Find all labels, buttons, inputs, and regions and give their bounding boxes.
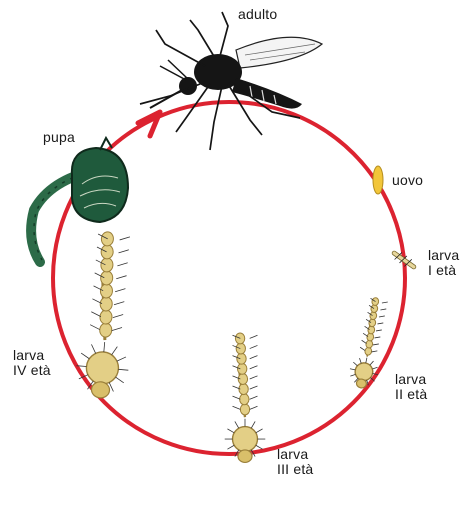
egg-label: uovo bbox=[392, 173, 423, 188]
larva-stage-3-label: larva III età bbox=[277, 447, 313, 477]
larva-stage-2-label-line2: II età bbox=[395, 387, 427, 402]
larva-stage-4-label: larva IV età bbox=[13, 348, 51, 378]
pupa-icon bbox=[31, 138, 128, 262]
larva-stage-3-label-line2: III età bbox=[277, 462, 313, 477]
larva-stage-3-icon bbox=[225, 333, 266, 462]
larva-stage-2-icon bbox=[347, 296, 394, 391]
adult-label: adulto bbox=[238, 7, 277, 22]
egg-icon bbox=[373, 166, 383, 194]
larva-stage-4-label-line1: larva bbox=[13, 348, 51, 363]
larva-stage-3-label-line1: larva bbox=[277, 447, 313, 462]
pupa-label: pupa bbox=[43, 130, 75, 145]
larva-stage-4-label-line2: IV età bbox=[13, 363, 51, 378]
cycle-arrow-icon bbox=[138, 112, 160, 136]
larva-stage-1-label-line2: I età bbox=[428, 263, 459, 278]
larva-stage-2-label-line1: larva bbox=[395, 372, 427, 387]
larva-stage-1-label: larva I età bbox=[428, 248, 459, 278]
larva-stage-2-label: larva II età bbox=[395, 372, 427, 402]
adult-mosquito-icon bbox=[140, 12, 322, 150]
larva-stage-1-label-line1: larva bbox=[428, 248, 459, 263]
